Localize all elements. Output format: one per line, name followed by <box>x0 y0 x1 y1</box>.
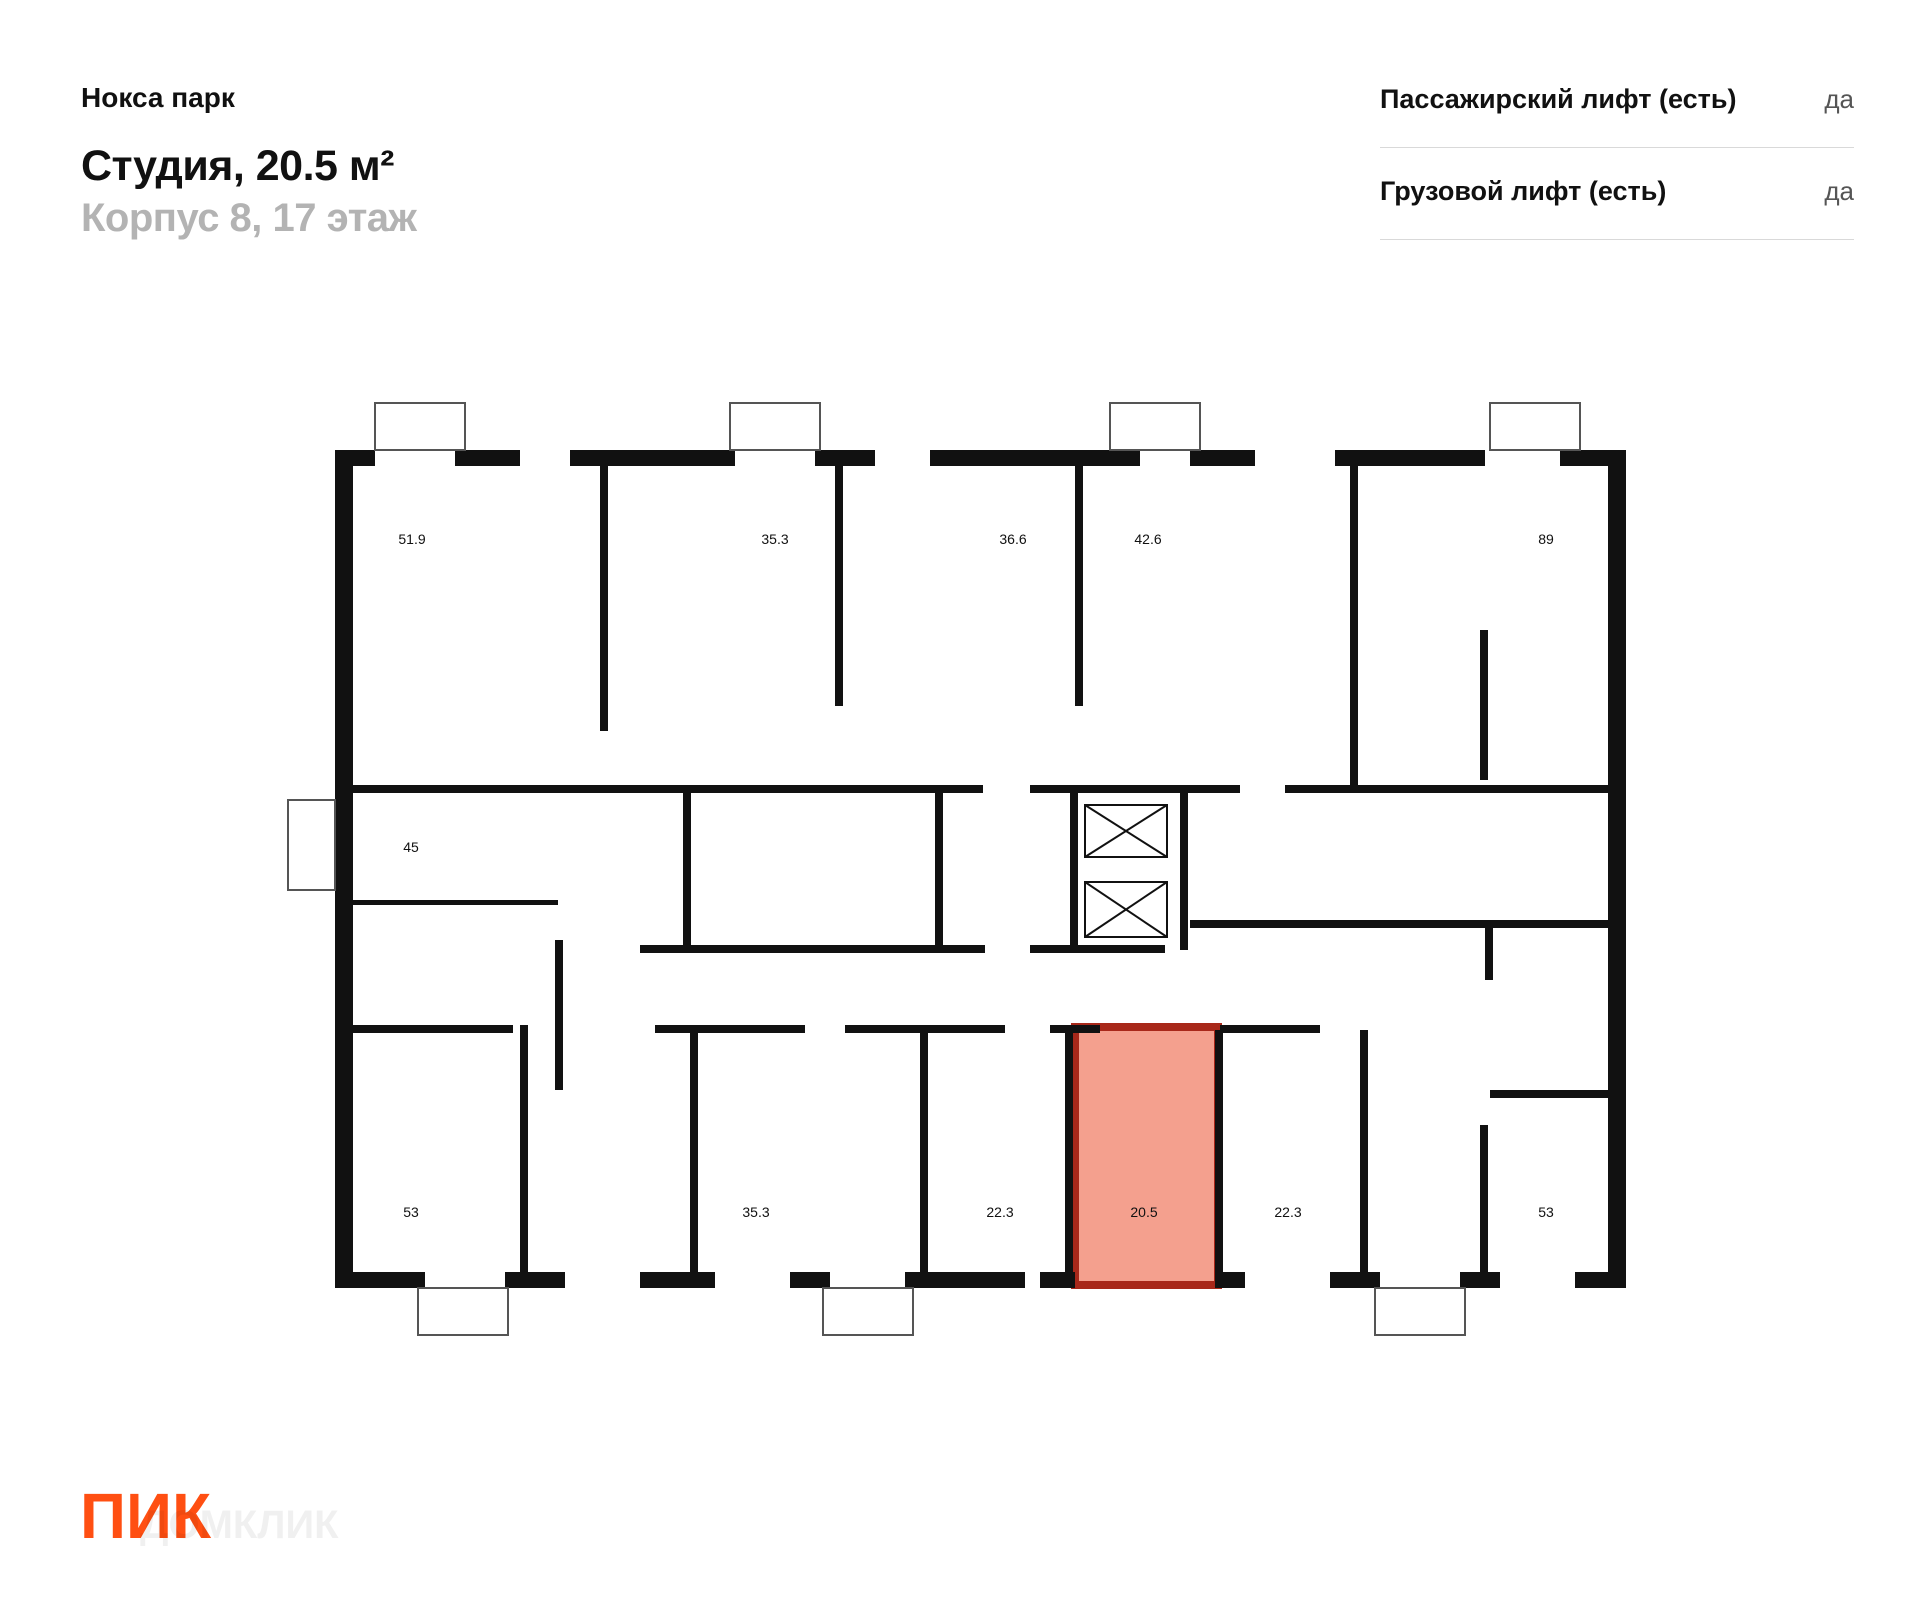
properties-list: Пассажирский лифт (есть) да Грузовой лиф… <box>1380 76 1854 240</box>
property-label: Грузовой лифт (есть) <box>1380 176 1667 206</box>
room-area-label: 35.3 <box>742 1204 769 1220</box>
room-area-label: 36.6 <box>999 531 1026 547</box>
room-area-label: 53 <box>1538 1204 1554 1220</box>
brand-logo-text: ПИК <box>80 1480 212 1552</box>
room-area-label: 35.3 <box>761 531 788 547</box>
property-value: да <box>1824 176 1854 206</box>
lift-shafts <box>1084 804 1168 938</box>
highlighted-apartment[interactable] <box>1071 1023 1222 1289</box>
room-area-label: 42.6 <box>1134 531 1161 547</box>
complex-name: Нокса парк <box>81 82 235 113</box>
room-area-label: 22.3 <box>986 1204 1013 1220</box>
building-floor: Корпус 8, 17 этаж <box>81 196 417 240</box>
property-row-passenger-lift: Пассажирский лифт (есть) да <box>1380 76 1854 148</box>
property-value: да <box>1824 84 1854 114</box>
apartment-title: Студия, 20.5 м² <box>81 142 395 190</box>
room-area-label: 51.9 <box>398 531 425 547</box>
room-area-label: 20.5 <box>1130 1204 1157 1220</box>
pik-domclick-logo: ПИК ДОМКЛИК <box>80 1480 339 1552</box>
property-row-freight-lift: Грузовой лифт (есть) да <box>1380 148 1854 240</box>
room-area-label: 45 <box>403 839 419 855</box>
room-area-labels: 51.9 35.3 36.6 42.6 89 45 53 35.3 22.3 2… <box>398 531 1554 1220</box>
balconies <box>287 402 1581 1336</box>
room-area-label: 89 <box>1538 531 1554 547</box>
walls <box>335 450 1626 1288</box>
room-area-label: 53 <box>403 1204 419 1220</box>
watermark-text: ДОМКЛИК <box>140 1503 339 1547</box>
property-label: Пассажирский лифт (есть) <box>1380 84 1737 114</box>
room-area-label: 22.3 <box>1274 1204 1301 1220</box>
